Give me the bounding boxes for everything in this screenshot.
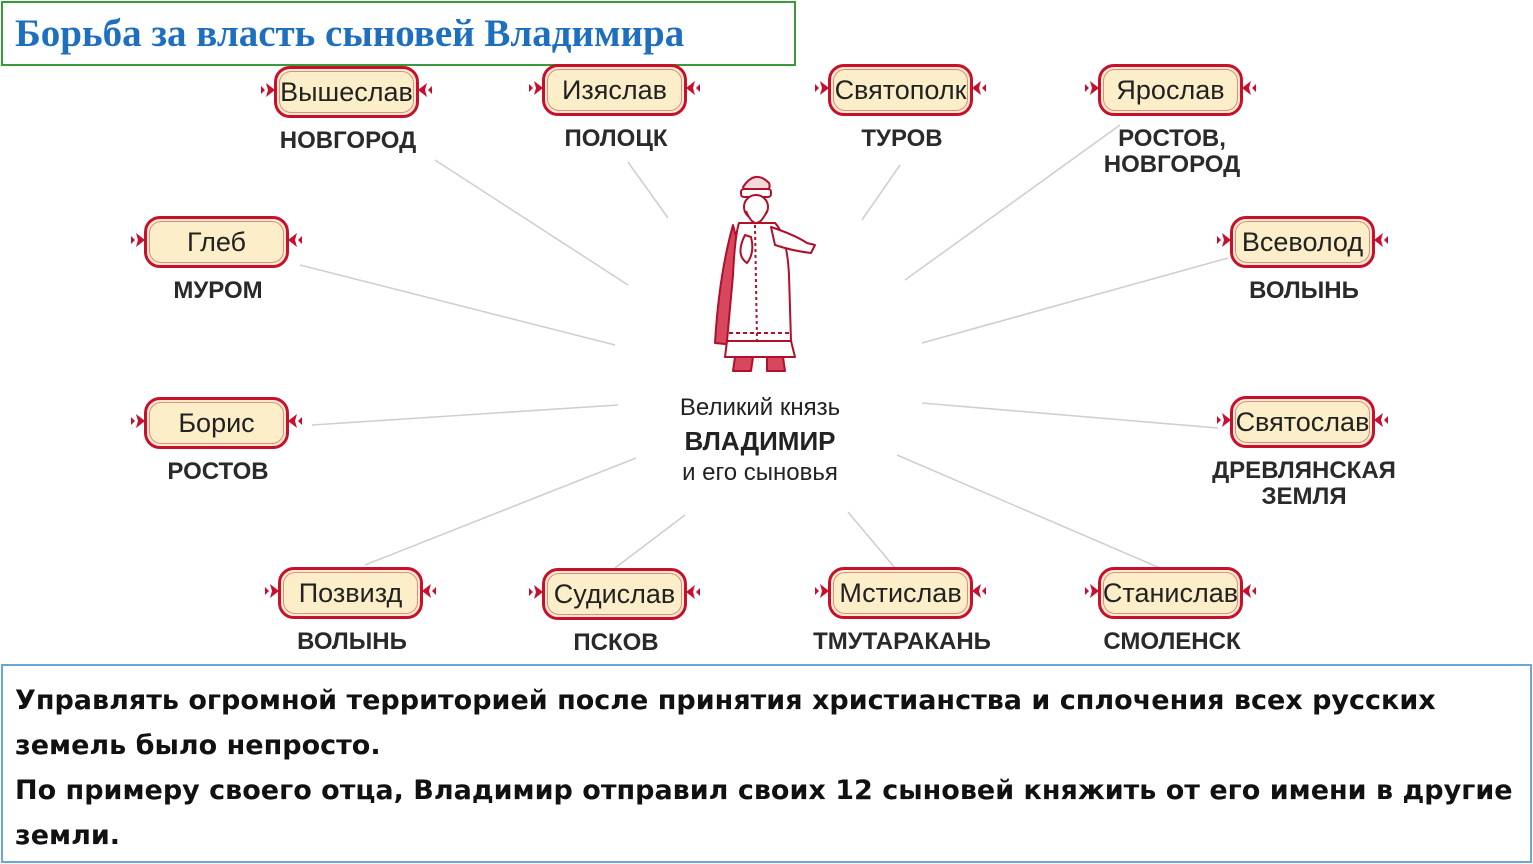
son-name: Святополк [834,74,967,105]
name-plaque [144,216,289,268]
connector-line [847,511,896,569]
son-name: Станислав [1102,577,1239,608]
prince-vladimir-figure-icon [714,176,816,372]
son-name: Ярослав [1116,74,1225,105]
son-card: Всеволод ВОЛЫНЬ [1214,216,1424,326]
ornament-icon [422,584,436,598]
son-name: Борис [178,407,255,438]
description-paragraph-2: По примеру своего отца, Владимир отправи… [15,775,1513,851]
name-plaque [1098,567,1243,619]
son-city: ВОЛЫНЬ [297,628,407,655]
connector-line [861,164,901,221]
ornament-icon [1217,233,1231,247]
name-plaque [274,66,419,118]
ornament-icon [972,81,986,95]
name-plaque [828,64,973,116]
son-name: Глеб [186,226,247,257]
son-name: Вышеслав [280,76,413,107]
center-line-name: ВЛАДИМИР [684,426,836,456]
son-name: Мстислав [839,577,962,608]
connector-line [364,457,637,566]
description-paragraph-1: Управлять огромной территорией после при… [15,685,1436,761]
son-city: МУРОМ [173,277,263,304]
ornament-icon [1374,413,1388,427]
son-card: Глеб МУРОМ [128,216,338,326]
connector-line [614,514,686,569]
description-box: Управлять огромной территорией после при… [1,664,1532,863]
ornament-icon [131,414,145,428]
son-city: РОСТОВ, НОВГОРОД [1103,125,1241,178]
connector-line [434,159,629,286]
ornament-icon [288,233,302,247]
son-card: Станислав СМОЛЕНСК [1082,567,1292,677]
son-city: ТМУТАРАКАНЬ [813,628,991,655]
ornament-icon [288,414,302,428]
name-plaque [542,64,687,116]
ornament-icon [1085,584,1099,598]
ornament-icon [529,585,543,599]
son-card: Позвизд ВОЛЫНЬ [262,567,472,677]
name-plaque [144,397,289,449]
son-city: ДРЕВЛЯНСКАЯ ЗЕМЛЯ [1212,457,1396,510]
connector-line [299,264,616,346]
son-card: Святополк ТУРОВ [812,64,1022,174]
son-card: Судислав ПСКОВ [526,568,736,678]
ornament-icon [261,83,275,97]
center-line-title: Великий князь [679,394,841,421]
ornament-icon [815,81,829,95]
son-city: НОВГОРОД [279,127,417,154]
son-city: ПСКОВ [573,629,659,656]
ornament-icon [131,233,145,247]
ornament-icon [1085,81,1099,95]
son-card: Борис РОСТОВ [128,397,338,507]
center-caption: Великий князь ВЛАДИМИР и его сыновья [620,392,900,488]
son-card: Святослав ДРЕВЛЯНСКАЯ ЗЕМЛЯ [1212,396,1424,510]
son-city: ВОЛЫНЬ [1249,277,1359,304]
son-card: Ярослав РОСТОВ, НОВГОРОД [1082,64,1292,178]
ornament-icon [1217,413,1231,427]
son-name: Позвизд [298,577,403,608]
ornament-icon [1242,81,1256,95]
son-city: РОСТОВ [167,458,269,485]
connector-line [921,257,1229,344]
ornament-icon [686,585,700,599]
ornament-icon [686,81,700,95]
connector-line [896,454,1161,569]
ornament-icon [418,83,432,97]
ornament-icon [529,81,543,95]
son-city: ТУРОВ [861,125,943,152]
connector-line [627,161,669,219]
connector-line [921,402,1219,429]
ornament-icon [972,584,986,598]
name-plaque [1230,396,1375,448]
name-plaque [278,567,423,619]
son-city: СМОЛЕНСК [1103,628,1241,655]
son-name: Судислав [553,578,676,609]
name-plaque [828,567,973,619]
ornament-icon [815,584,829,598]
son-name: Изяслав [561,74,668,105]
son-card: Мстислав ТМУТАРАКАНЬ [812,567,1022,677]
son-card: Изяслав ПОЛОЦК [526,64,736,174]
son-name: Всеволод [1241,226,1364,257]
son-city: ПОЛОЦК [564,125,668,152]
connector-line [311,404,619,426]
ornament-icon [265,584,279,598]
name-plaque [542,568,687,620]
page-title: Борьба за власть сыновей Владимира [15,12,685,55]
connector-line [904,124,1121,281]
son-name: Святослав [1235,406,1370,437]
ornament-icon [1374,233,1388,247]
son-card: Вышеслав НОВГОРОД [258,66,468,176]
name-plaque [1230,216,1375,268]
ornament-icon [1242,584,1256,598]
center-line-subtitle: и его сыновья [682,459,838,486]
title-box: Борьба за власть сыновей Владимира [1,1,796,66]
name-plaque [1098,64,1243,116]
